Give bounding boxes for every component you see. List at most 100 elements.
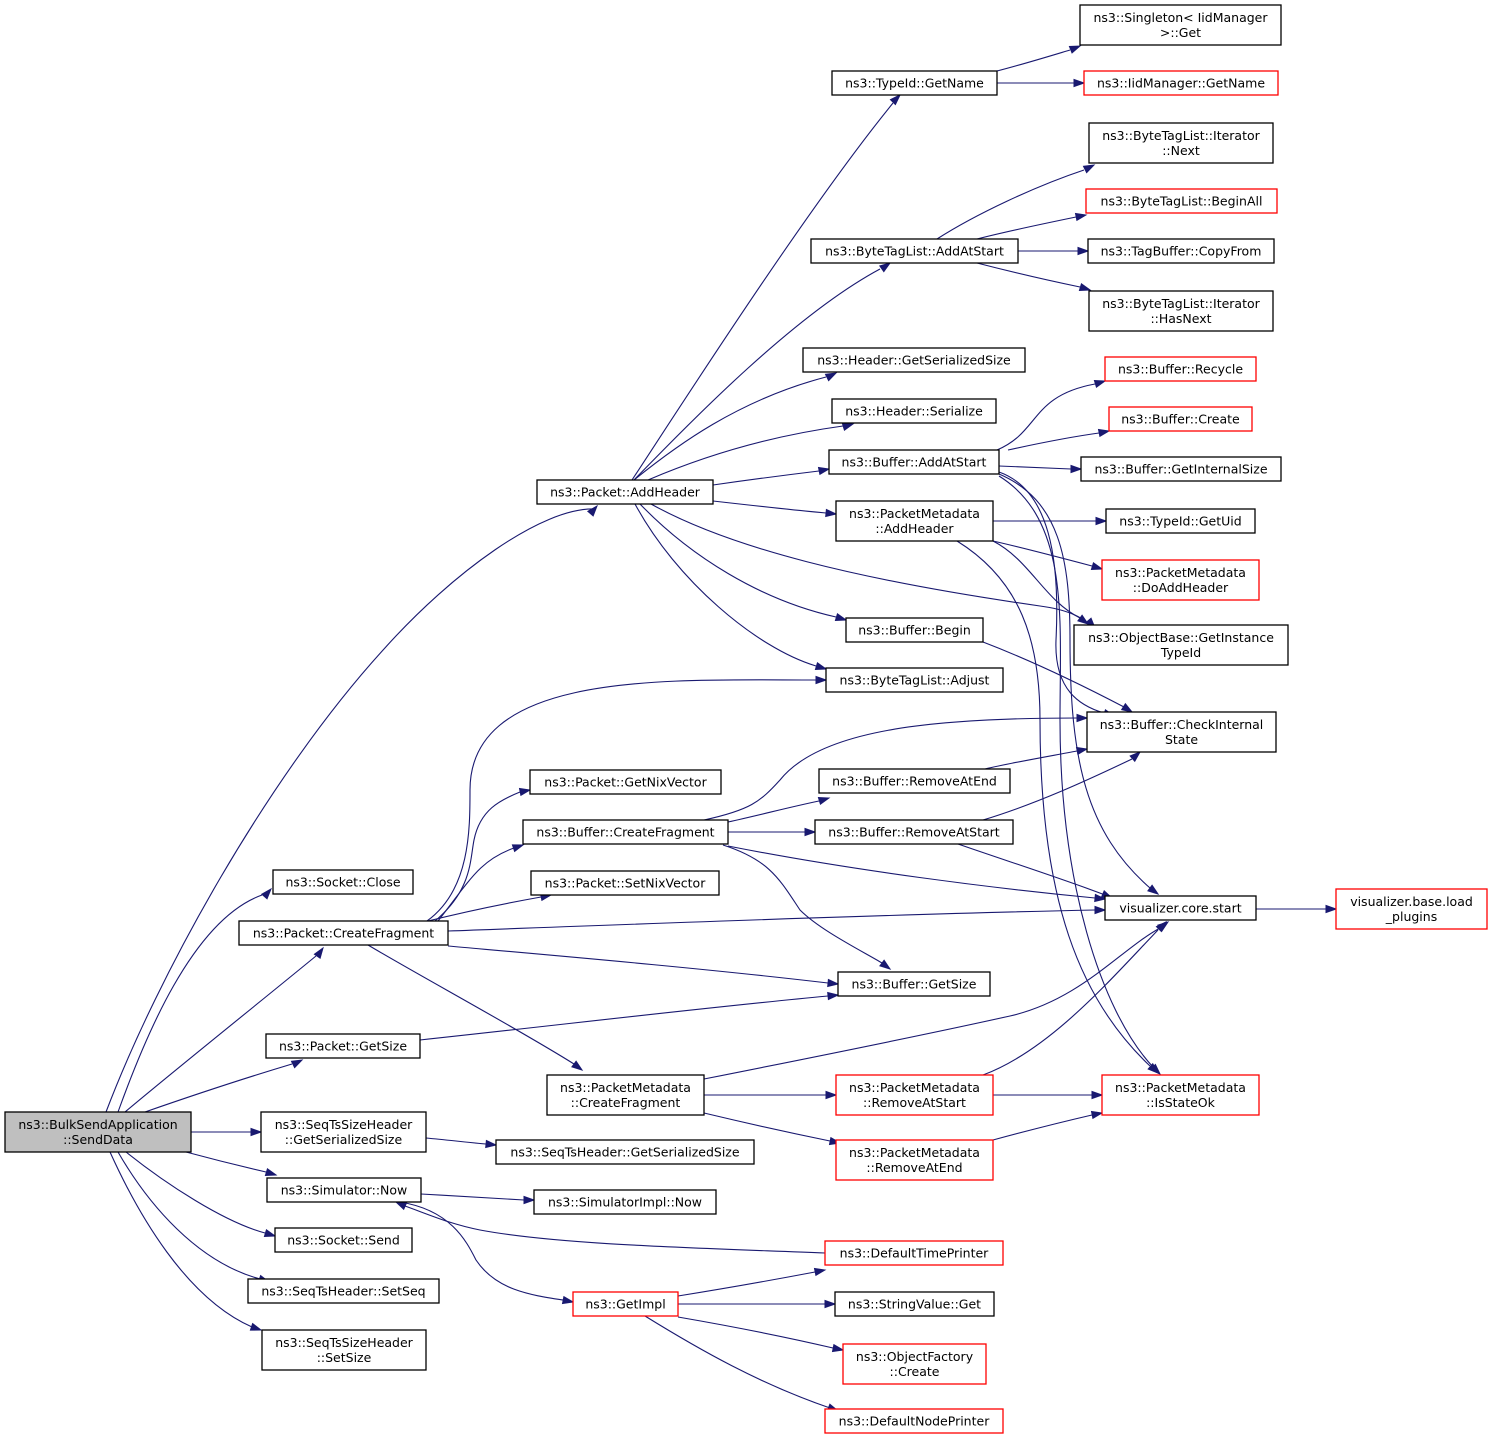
node-buf-getinternalsize[interactable]: ns3::Buffer::GetInternalSize [1080, 456, 1282, 482]
node-box[interactable] [1083, 70, 1279, 96]
node-pm-removeatstart[interactable]: ns3::PacketMetadata::RemoveAtStart [835, 1074, 994, 1116]
node-box[interactable] [1101, 1074, 1260, 1116]
node-btl-addatstart[interactable]: ns3::ByteTagList::AddAtStart [810, 238, 1019, 264]
node-singleton-get[interactable]: ns3::Singleton< IidManager >::Get [1079, 4, 1282, 46]
node-defaultnodeprinter[interactable]: ns3::DefaultNodePrinter [824, 1408, 1004, 1434]
node-pm-removeatend[interactable]: ns3::PacketMetadata::RemoveAtEnd [835, 1139, 994, 1181]
node-pkt-getsize[interactable]: ns3::Packet::GetSize [265, 1033, 421, 1059]
node-buf-removeatend[interactable]: ns3::Buffer::RemoveAtEnd [818, 768, 1011, 794]
node-box[interactable] [260, 1111, 427, 1153]
node-box[interactable] [1105, 508, 1256, 534]
node-pkt-setnix[interactable]: ns3::Packet::SetNixVector [530, 870, 720, 896]
node-tagbuf-copyfrom[interactable]: ns3::TagBuffer::CopyFrom [1087, 238, 1275, 264]
node-pm-addheader[interactable]: ns3::PacketMetadata::AddHeader [835, 500, 994, 542]
node-box[interactable] [834, 1291, 995, 1317]
node-buf-recycle[interactable]: ns3::Buffer::Recycle [1104, 356, 1257, 382]
node-box[interactable] [810, 238, 1019, 264]
node-box[interactable] [835, 500, 994, 542]
node-sim-now[interactable]: ns3::Simulator::Now [266, 1177, 422, 1203]
node-box[interactable] [536, 479, 714, 505]
node-sock-close[interactable]: ns3::Socket::Close [272, 869, 414, 895]
node-box[interactable] [835, 1074, 994, 1116]
node-pm-isstateok[interactable]: ns3::PacketMetadata::IsStateOk [1101, 1074, 1260, 1116]
node-buf-getsize[interactable]: ns3::Buffer::GetSize [837, 971, 991, 997]
node-box[interactable] [825, 667, 1004, 693]
node-box[interactable] [814, 819, 1014, 845]
node-box[interactable] [530, 870, 720, 896]
node-pm-doaddheader[interactable]: ns3::PacketMetadata::DoAddHeader [1101, 559, 1260, 601]
node-box[interactable] [247, 1278, 440, 1304]
node-box[interactable] [265, 1033, 421, 1059]
node-box[interactable] [824, 1240, 1004, 1266]
node-box[interactable] [261, 1329, 427, 1371]
node-box[interactable] [824, 1408, 1004, 1434]
node-box[interactable] [1104, 895, 1257, 921]
node-box[interactable] [1085, 188, 1278, 214]
node-box[interactable] [1335, 888, 1488, 930]
node-box[interactable] [266, 1177, 422, 1203]
node-btl-beginall[interactable]: ns3::ByteTagList::BeginAll [1085, 188, 1278, 214]
node-box[interactable] [272, 869, 414, 895]
node-buf-addatstart[interactable]: ns3::Buffer::AddAtStart [828, 449, 1000, 475]
node-pkt-addheader[interactable]: ns3::Packet::AddHeader [536, 479, 714, 505]
node-box[interactable] [1108, 406, 1253, 432]
node-btl-adjust[interactable]: ns3::ByteTagList::Adjust [825, 667, 1004, 693]
node-viz-loadplugins[interactable]: visualizer.base.load_plugins [1335, 888, 1488, 930]
node-pm-createfragment[interactable]: ns3::PacketMetadata::CreateFragment [546, 1074, 705, 1116]
node-box[interactable] [1080, 456, 1282, 482]
node-defaulttimeprinter[interactable]: ns3::DefaultTimePrinter [824, 1240, 1004, 1266]
node-buf-begin[interactable]: ns3::Buffer::Begin [845, 617, 984, 643]
node-hdr-getser[interactable]: ns3::Header::GetSerializedSize [802, 347, 1026, 373]
node-box[interactable] [533, 1189, 717, 1215]
node-box[interactable] [818, 768, 1011, 794]
node-box[interactable] [845, 617, 984, 643]
node-hdr-serialize[interactable]: ns3::Header::Serialize [831, 398, 997, 424]
node-box[interactable] [274, 1227, 413, 1253]
node-box[interactable] [835, 1139, 994, 1181]
node-buf-removeatstart[interactable]: ns3::Buffer::RemoveAtStart [814, 819, 1014, 845]
node-buf-create[interactable]: ns3::Buffer::Create [1108, 406, 1253, 432]
node-box[interactable] [831, 70, 998, 96]
node-pkt-getnix[interactable]: ns3::Packet::GetNixVector [529, 769, 722, 795]
node-sock-send[interactable]: ns3::Socket::Send [274, 1227, 413, 1253]
node-box[interactable] [1088, 290, 1274, 332]
node-box[interactable] [842, 1343, 987, 1385]
node-box[interactable] [1101, 559, 1260, 601]
node-box[interactable] [802, 347, 1026, 373]
node-box[interactable] [572, 1291, 679, 1317]
node-viz-start[interactable]: visualizer.core.start [1104, 895, 1257, 921]
node-box[interactable] [1104, 356, 1257, 382]
node-box[interactable] [1079, 4, 1282, 46]
node-btl-iter-next[interactable]: ns3::ByteTagList::Iterator::Next [1088, 122, 1274, 164]
node-buf-createfragment[interactable]: ns3::Buffer::CreateFragment [522, 819, 729, 845]
node-seqts-getser[interactable]: ns3::SeqTsSizeHeader::GetSerializedSize [260, 1111, 427, 1153]
node-typeid-getname[interactable]: ns3::TypeId::GetName [831, 70, 998, 96]
node-box[interactable] [1088, 122, 1274, 164]
node-seqtsh-getser[interactable]: ns3::SeqTsHeader::GetSerializedSize [495, 1139, 755, 1165]
node-box[interactable] [495, 1139, 755, 1165]
node-seqts-setseq[interactable]: ns3::SeqTsHeader::SetSeq [247, 1278, 440, 1304]
node-box[interactable] [831, 398, 997, 424]
node-simimpl-now[interactable]: ns3::SimulatorImpl::Now [533, 1189, 717, 1215]
node-box[interactable] [828, 449, 1000, 475]
node-seqts-setsize[interactable]: ns3::SeqTsSizeHeader::SetSize [261, 1329, 427, 1371]
node-pkt-createfragment[interactable]: ns3::Packet::CreateFragment [238, 920, 449, 946]
node-getimpl[interactable]: ns3::GetImpl [572, 1291, 679, 1317]
node-box[interactable] [1087, 238, 1275, 264]
node-box[interactable] [529, 769, 722, 795]
node-objfactory-create[interactable]: ns3::ObjectFactory::Create [842, 1343, 987, 1385]
node-box[interactable] [546, 1074, 705, 1116]
node-stringvalue-get[interactable]: ns3::StringValue::Get [834, 1291, 995, 1317]
node-typeid-getuid[interactable]: ns3::TypeId::GetUid [1105, 508, 1256, 534]
node-root[interactable]: ns3::BulkSendApplication::SendData [4, 1111, 192, 1153]
node-box[interactable] [238, 920, 449, 946]
node-box[interactable] [1086, 711, 1277, 753]
node-box[interactable] [522, 819, 729, 845]
node-box[interactable] [837, 971, 991, 997]
node-box[interactable] [4, 1111, 192, 1153]
node-btl-iter-hasnext[interactable]: ns3::ByteTagList::Iterator::HasNext [1088, 290, 1274, 332]
node-box[interactable] [1073, 624, 1289, 666]
node-iid-getname[interactable]: ns3::IidManager::GetName [1083, 70, 1279, 96]
